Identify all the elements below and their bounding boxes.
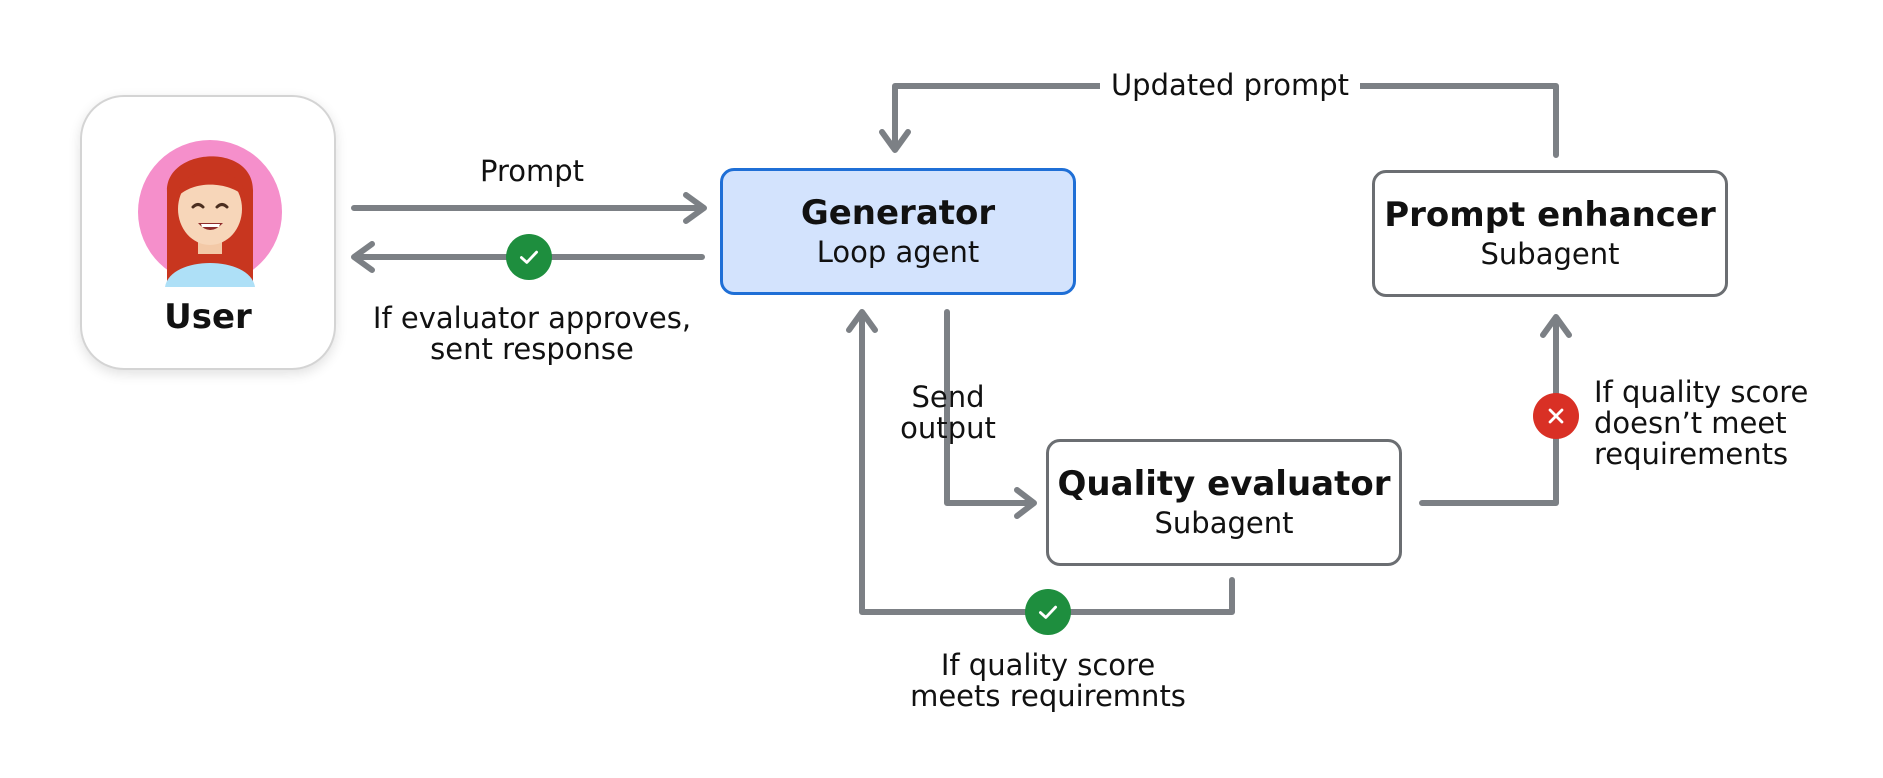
prompt-label: Prompt <box>479 154 585 188</box>
fail-condition-line2: doesn’t meet <box>1594 406 1787 440</box>
fail-condition-line1: If quality score <box>1594 375 1809 409</box>
meets-condition-label: If quality score meets requiremnts <box>888 650 1208 712</box>
check-icon <box>506 234 552 280</box>
fail-condition-line3: requirements <box>1594 437 1789 471</box>
prompt-arrow <box>351 192 707 224</box>
generator-subtitle: Loop agent <box>816 234 980 269</box>
prompt-enhancer-node: Prompt enhancer Subagent <box>1372 170 1728 297</box>
generator-title: Generator <box>800 192 996 233</box>
prompt-enhancer-title: Prompt enhancer <box>1384 194 1716 235</box>
updated-prompt-label: Updated prompt <box>1100 70 1360 101</box>
fail-path-arrow <box>1419 314 1572 506</box>
updated-prompt-arrow <box>879 83 1559 158</box>
quality-evaluator-title: Quality evaluator <box>1057 463 1391 504</box>
send-output-line2: output <box>900 411 996 445</box>
send-output-label: Send output <box>888 382 1008 444</box>
quality-evaluator-node: Quality evaluator Subagent <box>1046 439 1402 566</box>
send-output-line1: Send <box>911 380 985 414</box>
user-card: User <box>80 95 336 370</box>
prompt-enhancer-subtitle: Subagent <box>1480 236 1620 271</box>
approved-label: If evaluator approves, sent response <box>352 303 712 365</box>
approved-label-line2: sent response <box>430 332 634 366</box>
send-output-arrow <box>944 309 1037 519</box>
quality-evaluator-subtitle: Subagent <box>1154 505 1294 540</box>
user-avatar <box>138 140 282 287</box>
check-icon <box>1025 589 1071 635</box>
fail-condition-label: If quality score doesn’t meet requiremen… <box>1594 377 1854 470</box>
approved-label-line1: If evaluator approves, <box>372 301 692 335</box>
user-label: User <box>164 297 252 337</box>
meets-condition-line2: meets requiremnts <box>910 679 1186 713</box>
generator-node: Generator Loop agent <box>720 168 1076 295</box>
close-icon <box>1533 393 1579 439</box>
meets-condition-line1: If quality score <box>940 648 1156 682</box>
